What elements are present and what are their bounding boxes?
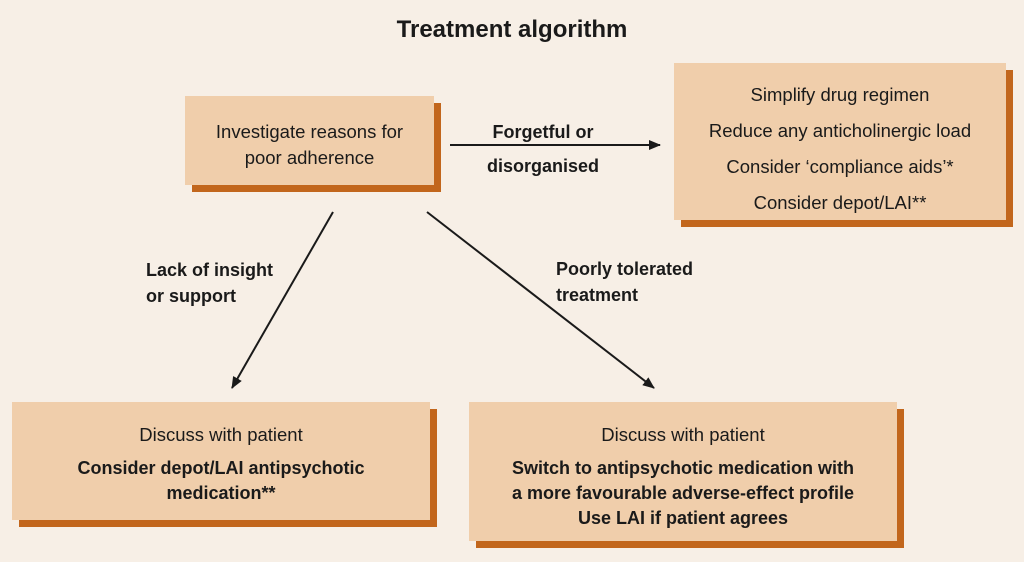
node-heading: Discuss with patient — [601, 424, 765, 445]
node-text: Consider depot/LAI** — [753, 192, 927, 213]
node-text: Reduce any anticholinergic load — [708, 120, 972, 141]
node-text: Simplify drug regimen — [750, 84, 930, 105]
arrow-tolerated — [426, 211, 655, 389]
node-text: poor adherence — [244, 147, 375, 168]
diagram-title: Treatment algorithm — [396, 16, 628, 43]
edge-label-text: or support — [146, 286, 236, 306]
node-investigate: Investigate reasons for poor adherence — [185, 96, 434, 185]
node-simplify: Simplify drug regimen Reduce any anticho… — [674, 63, 1006, 220]
node-text: medication** — [166, 483, 276, 503]
node-text: Use LAI if patient agrees — [577, 508, 789, 528]
node-text: Investigate reasons for — [215, 121, 404, 142]
node-discuss-left: Discuss with patient Consider depot/LAI … — [12, 402, 430, 520]
edge-label-text: Poorly tolerated — [556, 259, 694, 279]
node-text: Switch to antipsychotic medication with — [511, 458, 855, 478]
edge-label-tolerated: Poorly tolerated treatment — [556, 256, 693, 308]
edge-label-text: Lack of insight — [146, 260, 274, 280]
arrow-insight — [231, 211, 334, 389]
node-text: Consider ‘compliance aids’* — [726, 156, 954, 177]
node-text: Consider depot/LAI antipsychotic — [77, 458, 365, 478]
edge-label-forgetful: Forgetful or disorganised — [470, 115, 616, 183]
node-heading: Discuss with patient — [139, 424, 303, 445]
edge-label-insight: Lack of insight or support — [146, 257, 273, 309]
node-discuss-right: Discuss with patient Switch to antipsych… — [469, 402, 897, 541]
node-text: a more favourable adverse-effect profile — [511, 483, 855, 503]
edge-label-text: disorganised — [486, 156, 600, 176]
edge-label-text: treatment — [556, 285, 639, 305]
edge-label-text: Forgetful or — [492, 122, 594, 142]
